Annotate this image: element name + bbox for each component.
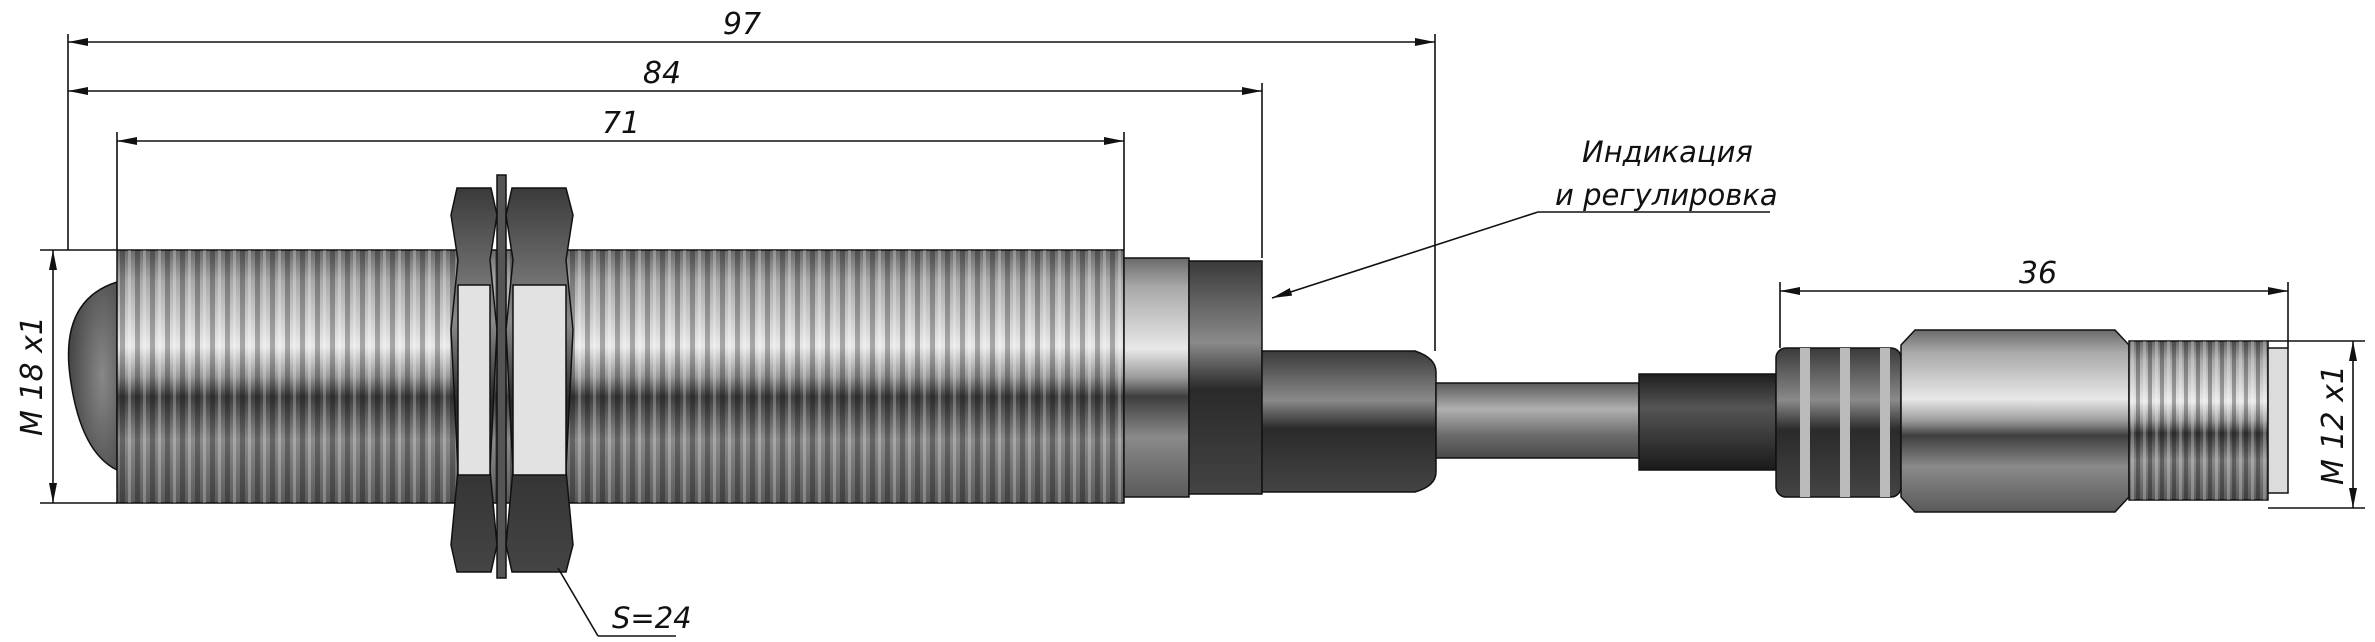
dimension-97: 97 [68, 7, 1435, 46]
dimension-71: 71 [117, 106, 1124, 145]
rib [1840, 348, 1850, 497]
cable-sleeve [1638, 373, 1777, 471]
connector-body [1900, 329, 2130, 513]
cable [1435, 382, 1640, 459]
dim-71-label: 71 [602, 106, 640, 141]
lock-nuts [450, 174, 574, 579]
dim-97-label: 97 [723, 7, 761, 42]
collar [1123, 257, 1190, 498]
extension-lines [40, 34, 2365, 509]
dimension-m12: M 12 x1 [2316, 341, 2357, 508]
thread-grooves [117, 250, 1124, 503]
nut-right-flat [512, 284, 567, 476]
nut-left-flat [457, 284, 491, 476]
sensor-body [67, 249, 1777, 504]
connector-thread-grooves [2129, 341, 2268, 500]
indicator-ring [1188, 260, 1263, 495]
callout-indication-line2: и регулировка [1555, 178, 1778, 212]
cable-gland [1261, 350, 1437, 493]
dim-m18-label: M 18 x1 [15, 316, 50, 436]
callout-indication-line1: Индикация [1582, 135, 1753, 169]
dim-m12-label: M 12 x1 [2316, 365, 2351, 485]
callout-nut-size: S=24 [557, 567, 692, 637]
washer [496, 174, 507, 579]
nut-size-label: S=24 [612, 601, 692, 635]
dim-84-label: 84 [643, 56, 681, 91]
dimension-m18: M 18 x1 [15, 250, 57, 503]
dimension-84: 84 [68, 56, 1262, 95]
rib [1880, 348, 1890, 497]
sensor-face-dome [67, 280, 118, 472]
dim-36-label: 36 [2019, 256, 2057, 291]
dimension-36: 36 [1780, 256, 2288, 295]
m12-connector [1775, 329, 2289, 513]
connector-end [2267, 347, 2289, 494]
rib [1800, 348, 1810, 497]
callout-indication: Индикация и регулировка [1271, 135, 1778, 299]
